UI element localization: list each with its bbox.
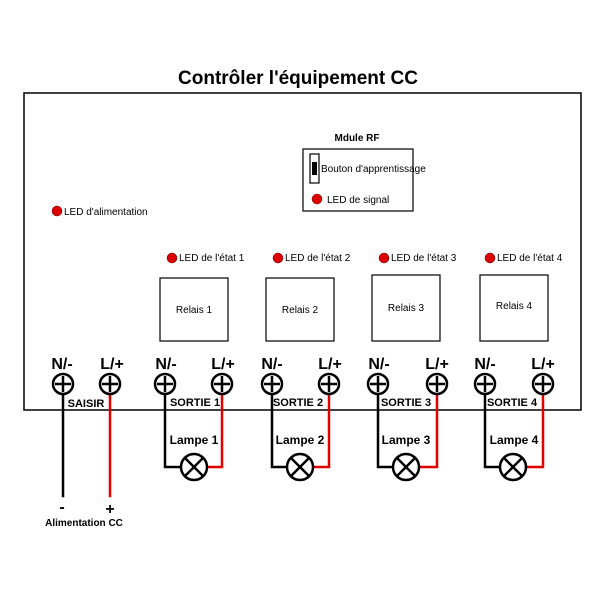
terminal-icon (51, 372, 75, 396)
status-led-2-label: LED de l'état 2 (285, 253, 351, 264)
supply-minus-sign: - (59, 499, 64, 516)
status-led-4-icon (484, 252, 496, 264)
lamp-4-icon (498, 452, 528, 482)
terminal-icon (210, 372, 234, 396)
status-led-1-icon (166, 252, 178, 264)
terminal-icon (531, 372, 555, 396)
signal-led-icon (311, 193, 323, 205)
out1-negative-wire (163, 382, 182, 469)
out3-pos-label: L/+ (425, 356, 449, 373)
relay-3 (371, 274, 441, 342)
lamp-1-label: Lampe 1 (170, 433, 219, 447)
terminal-icon (425, 372, 449, 396)
terminal-icon (366, 372, 390, 396)
page-title: Contrôler l'équipement CC (178, 68, 418, 89)
relay-2-label: Relais 2 (282, 305, 319, 316)
rf-module-label: Mdule RF (335, 133, 380, 144)
power-led-label: LED d'alimentation (64, 207, 148, 218)
output-2-label: SORTIE 2 (273, 397, 323, 409)
wiring (61, 382, 545, 498)
out4-neg-label: N/- (474, 356, 495, 373)
status-led-3-label: LED de l'état 3 (391, 253, 457, 264)
relay-2 (265, 277, 335, 342)
out1-positive-wire (205, 382, 224, 469)
out2-positive-wire (312, 382, 331, 469)
rf-module (302, 148, 414, 212)
output-3-label: SORTIE 3 (381, 397, 431, 409)
relay-4 (479, 274, 549, 342)
out3-negative-wire (376, 382, 394, 469)
status-led-1-label: LED de l'état 1 (179, 253, 245, 264)
lamp-2-label: Lampe 2 (276, 433, 325, 447)
learn-button-label: Bouton d'apprentissage (321, 164, 426, 175)
out2-neg-label: N/- (261, 356, 282, 373)
relay-4-label: Relais 4 (496, 301, 533, 312)
output-4-label: SORTIE 4 (487, 397, 538, 409)
status-led-2-icon (272, 252, 284, 264)
status-led-3-icon (378, 252, 390, 264)
relay-1 (159, 277, 229, 342)
terminal-icon (153, 372, 177, 396)
screw-terminals (51, 372, 555, 396)
input-neg-label: N/- (51, 356, 72, 373)
out4-negative-wire (483, 382, 501, 469)
relay-3-label: Relais 3 (388, 303, 425, 314)
out1-pos-label: L/+ (211, 356, 235, 373)
out2-pos-label: L/+ (318, 356, 342, 373)
out1-neg-label: N/- (155, 356, 176, 373)
terminal-icon (473, 372, 497, 396)
controller-board (23, 92, 582, 411)
relay-1-label: Relais 1 (176, 305, 213, 316)
out2-negative-wire (270, 382, 288, 469)
supply-plus-sign: + (105, 501, 114, 518)
status-led-4-label: LED de l'état 4 (497, 253, 563, 264)
out3-positive-wire (418, 382, 439, 469)
terminal-icon (317, 372, 341, 396)
out4-pos-label: L/+ (531, 356, 555, 373)
lamp-1-icon (179, 452, 209, 482)
learn-button-icon (309, 153, 320, 184)
out4-positive-wire (525, 382, 545, 469)
input-terminal-label: SAISIR (68, 398, 105, 410)
lamp-4-label: Lampe 4 (490, 433, 539, 447)
lamp-3-label: Lampe 3 (382, 433, 431, 447)
out3-neg-label: N/- (368, 356, 389, 373)
signal-led-label: LED de signal (327, 195, 389, 206)
output-1-label: SORTIE 1 (170, 397, 220, 409)
supply-label: Alimentation CC (45, 518, 123, 529)
lamp-3-icon (391, 452, 421, 482)
lamp-2-icon (285, 452, 315, 482)
terminal-icon (98, 372, 122, 396)
power-led-icon (51, 205, 63, 217)
input-pos-label: L/+ (100, 356, 124, 373)
terminal-labels: N/- L/+ N/- L/+ N/- L/+ N/- L/+ N/- L/+ (51, 356, 554, 373)
terminal-icon (260, 372, 284, 396)
